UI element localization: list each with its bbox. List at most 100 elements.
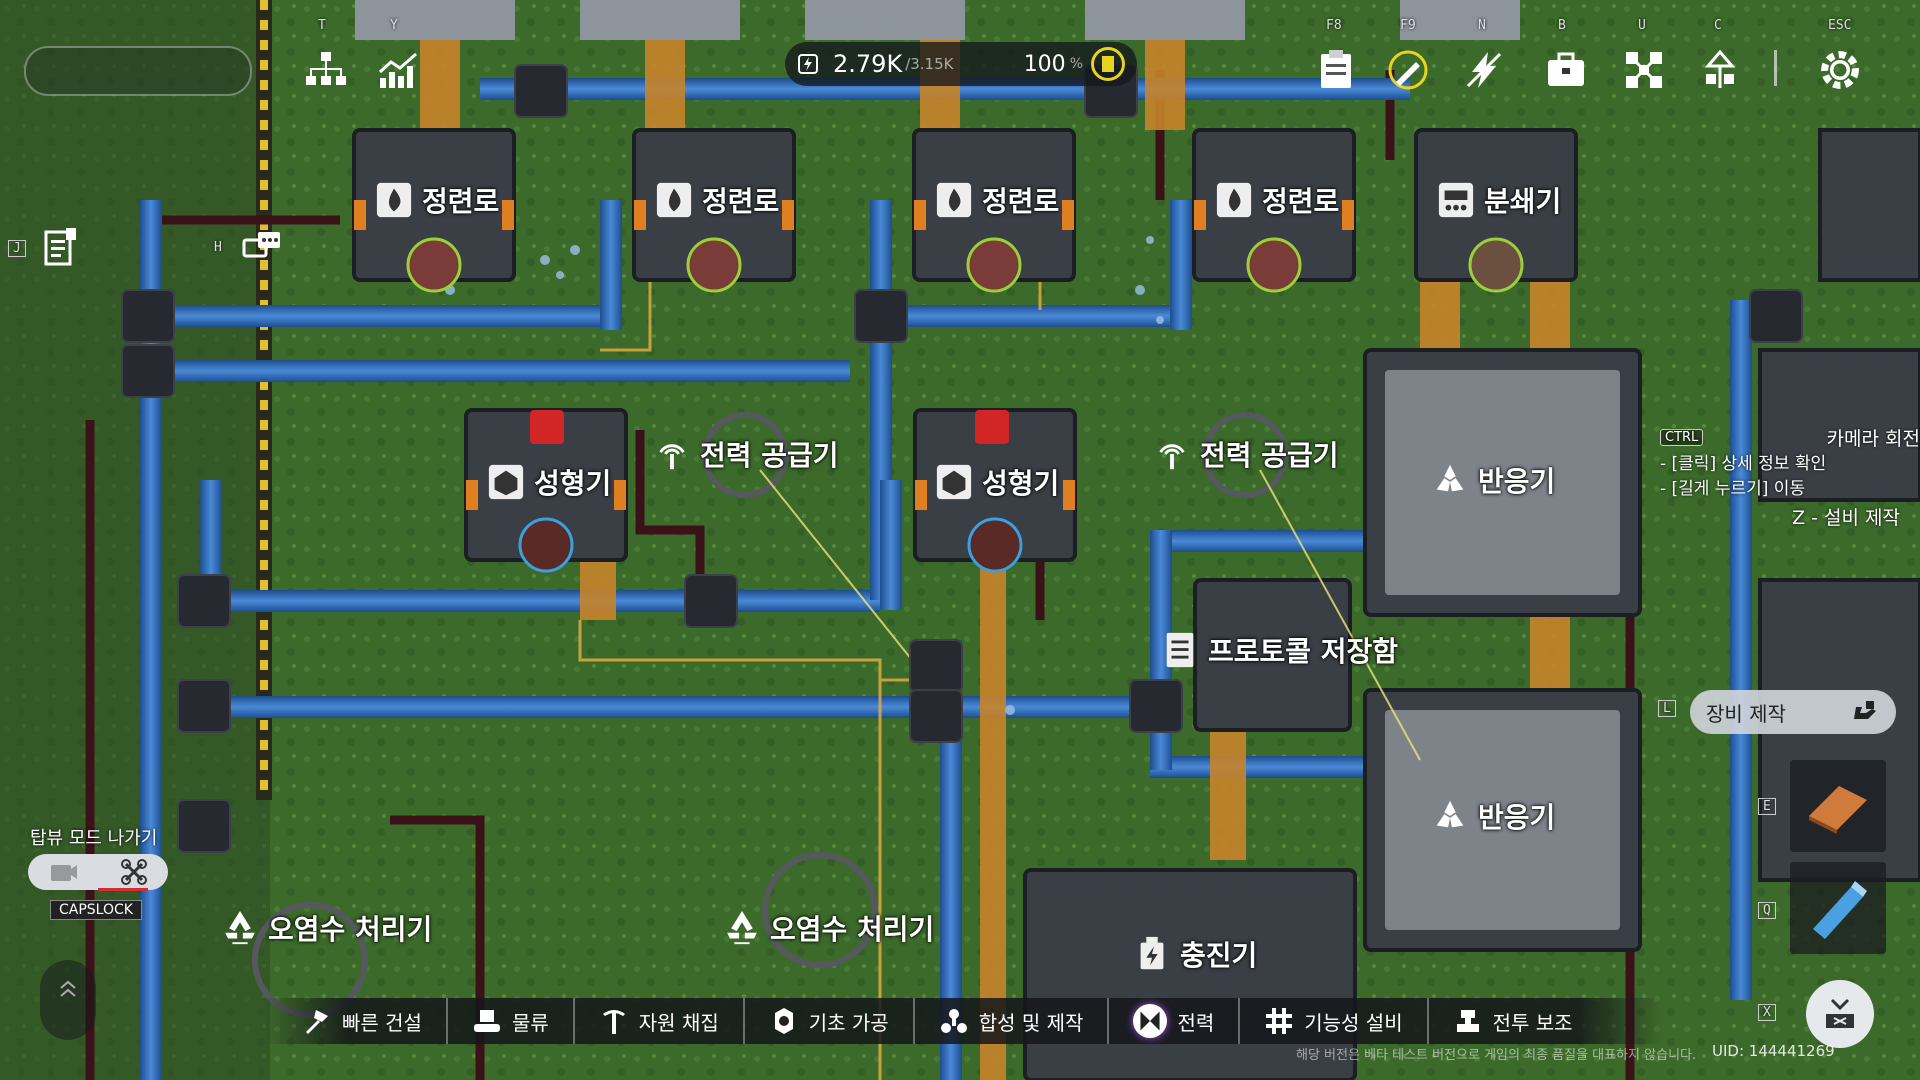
gear-icon [1821,51,1859,89]
efficiency-value: 100 [1023,51,1066,77]
toolbar-divider [1774,50,1777,86]
tech-tree-button[interactable] [300,44,352,96]
power-current: 2.79K [833,50,903,78]
category-power[interactable]: 전력 [1109,998,1241,1044]
refinery-flame-icon [1214,180,1254,220]
power-plug-icon [798,54,818,74]
building-crusher[interactable]: 분쇄기 [1436,180,1561,220]
key-hint-backpack: B [1558,18,1566,33]
category-synthesis[interactable]: 합성 및 제작 [915,998,1110,1044]
building-name: 분쇄기 [1484,185,1562,218]
network-button[interactable] [1618,44,1670,96]
category-basic-processing[interactable]: 기초 가공 [745,998,915,1044]
clipboard-icon [1321,50,1351,88]
mission-button[interactable] [34,222,86,274]
settings-button[interactable] [1810,40,1870,100]
equipment-craft-button[interactable]: 장비 제작 [1690,690,1896,734]
building-power-supply-1[interactable]: 전력 공급기 [652,434,839,474]
conveyor-icon [473,1010,500,1032]
reactor-icon [1430,796,1470,836]
recycle-icon [722,908,762,948]
building-name: 전력 공급기 [1200,439,1339,472]
category-label: 기초 가공 [808,1010,889,1035]
chat-bubbles-icon [242,232,280,258]
backpack-button[interactable] [1540,44,1592,96]
category-combat-support[interactable]: 전투 보조 [1429,998,1597,1044]
exit-build-button[interactable] [1806,980,1874,1048]
turret-icon [1456,1010,1479,1032]
power-status-bar: 2.79K /3.15K 100 % [785,42,1137,86]
category-functional[interactable]: 기능성 설비 [1240,998,1429,1044]
building-refinery-2[interactable]: 정련로 [654,180,779,220]
building-protocol-storage[interactable]: 프로토콜 저장함 [1160,630,1398,670]
ctrl-key: CTRL [1660,429,1704,446]
key-hint-exit: X [1758,1004,1776,1021]
power-mode-button[interactable] [1458,44,1510,96]
copper-plate-icon [1809,786,1867,834]
building-refinery-4[interactable]: 정련로 [1214,180,1339,220]
category-label: 전투 보조 [1492,1010,1573,1035]
building-reactor-1[interactable]: 반응기 [1430,460,1555,500]
category-label: 기능성 설비 [1304,1010,1403,1035]
tech-tree-icon [306,52,346,85]
battery-gauge-icon [1091,47,1125,81]
building-refinery-1[interactable]: 정련로 [374,180,499,220]
building-water-treatment-2[interactable]: 오염수 처리기 [722,908,934,948]
key-hint-settings: ESC [1828,18,1852,33]
document-icon [44,228,76,266]
crusher-icon [1436,180,1476,220]
building-name: 정련로 [422,185,500,218]
quick-slot-2[interactable] [1790,862,1886,954]
craft-hand-icon [1854,701,1876,719]
building-name: 성형기 [982,467,1060,500]
camera-icon [50,865,77,881]
category-label: 전력 [1177,1010,1215,1035]
topview-toggle[interactable] [28,854,168,890]
category-quick-build[interactable]: 빠른 건설 [262,998,448,1044]
charger-icon [1132,934,1172,974]
building-water-treatment-1[interactable]: 오염수 처리기 [220,908,432,948]
building-refinery-3[interactable]: 정련로 [934,180,1059,220]
build-category-bar: 빠른 건설 물류 자원 채집 기초 가공 합성 및 제작 전력 기능성 설비 전… [262,998,1662,1044]
gear-icon [774,1008,793,1034]
building-name: 정련로 [982,185,1060,218]
click-detail-hint: - [클릭] 상세 정보 확인 [1660,454,1827,474]
craft-mode-button[interactable] [1382,44,1434,96]
building-power-supply-2[interactable]: 전력 공급기 [1152,434,1339,474]
quick-slot-1[interactable] [1790,760,1886,852]
building-reactor-2[interactable]: 반응기 [1430,796,1555,836]
factory-tree-icon [1704,49,1736,88]
key-hint-factory: C [1714,18,1722,33]
blueprint-button[interactable] [1310,44,1362,96]
category-resource-gathering[interactable]: 자원 채집 [575,998,745,1044]
hammer-icon [306,1010,328,1034]
expand-panel-button[interactable] [40,960,96,1040]
key-hint-craft-equipment: L [1658,700,1676,717]
stats-button[interactable] [372,44,424,96]
antenna-icon [1152,434,1192,474]
category-label: 합성 및 제작 [978,1010,1084,1035]
building-name: 전력 공급기 [700,439,839,472]
building-name: 정련로 [1262,185,1340,218]
key-hint-slot1: E [1758,798,1776,815]
building-shaper-1[interactable]: 성형기 [486,462,611,502]
rotate-camera-hint: 카메라 회전 [1826,428,1920,450]
building-name: 성형기 [534,467,612,500]
building-charger[interactable]: 충진기 [1132,934,1257,974]
crystal-tube-icon [1813,881,1867,939]
refinery-flame-icon [934,180,974,220]
capslock-key: CAPSLOCK [50,900,142,920]
briefcase-icon [1548,52,1584,86]
category-logistics[interactable]: 물류 [448,998,575,1044]
drone-icon [120,859,147,885]
z-craft-hint: Z - 설비 제작 [1792,507,1900,529]
building-name: 반응기 [1478,465,1556,498]
shaper-icon [486,462,526,502]
control-hints: CTRL 카메라 회전 - [클릭] 상세 정보 확인 - [길게 누르기] 이… [1660,424,1920,530]
chat-button[interactable] [236,222,288,274]
key-hint-blueprint: F8 [1326,18,1342,33]
network-nodes-icon [1626,52,1662,88]
building-shaper-2[interactable]: 성형기 [934,462,1059,502]
factory-button[interactable] [1694,44,1746,96]
topview-exit-label: 탑뷰 모드 나가기 [30,828,158,849]
